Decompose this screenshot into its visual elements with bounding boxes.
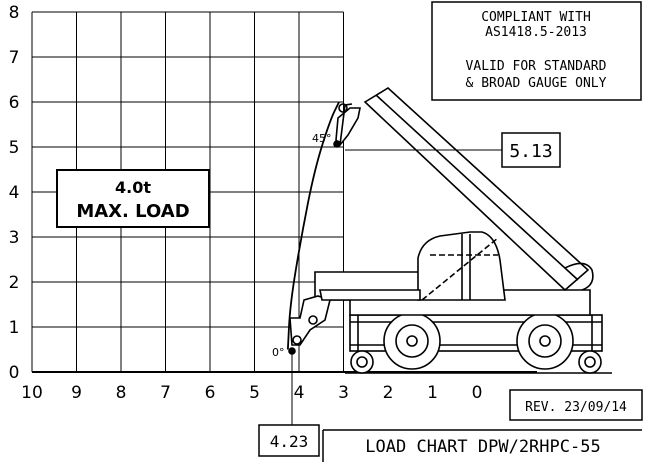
- y-tick-label: 2: [9, 273, 20, 293]
- reach-callout: 4.23: [258, 424, 320, 457]
- chart-title: LOAD CHART DPW/2RHPC-55: [365, 437, 600, 457]
- boom-reach-arc: [286, 101, 340, 350]
- y-tick-label: 3: [9, 228, 20, 248]
- telehandler-drawing: [288, 87, 612, 374]
- y-tick-label: 6: [9, 93, 20, 113]
- compliance-box: COMPLIANT WITH AS1418.5-2013 VALID FOR S…: [431, 1, 642, 101]
- x-tick-label: 9: [71, 383, 82, 403]
- x-tick-label: 0: [472, 383, 483, 403]
- height-value: 5.13: [509, 141, 552, 162]
- y-tick-label: 8: [9, 3, 20, 23]
- x-tick-label: 5: [249, 383, 260, 403]
- x-tick-label: 1: [427, 383, 438, 403]
- max-load-box: 4.0t MAX. LOAD: [56, 169, 210, 228]
- revision-box: REV. 23/09/14: [509, 389, 643, 421]
- x-tick-label: 7: [160, 383, 171, 403]
- reach-value: 4.23: [270, 432, 309, 451]
- angle-0-label: 0°: [272, 346, 285, 359]
- x-tick-label: 6: [205, 383, 216, 403]
- y-axis-ticks: 0 1 2 3 4 5 6 7 8: [9, 3, 20, 383]
- y-tick-label: 1: [9, 318, 20, 338]
- max-load-weight: 4.0t: [115, 178, 151, 197]
- max-load-label: MAX. LOAD: [76, 201, 189, 222]
- y-tick-label: 5: [9, 138, 20, 158]
- x-tick-label: 4: [294, 383, 305, 403]
- y-tick-label: 0: [9, 363, 20, 383]
- compliance-line-1: COMPLIANT WITH: [481, 10, 591, 25]
- title-box: LOAD CHART DPW/2RHPC-55: [322, 429, 642, 462]
- revision-text: REV. 23/09/14: [525, 400, 627, 415]
- compliance-line-3: VALID FOR STANDARD: [466, 59, 607, 74]
- x-tick-label: 8: [116, 383, 127, 403]
- x-tick-label: 3: [338, 383, 349, 403]
- compliance-line-4: & BROAD GAUGE ONLY: [466, 76, 607, 91]
- x-tick-label: 2: [383, 383, 394, 403]
- compliance-line-2: AS1418.5-2013: [485, 25, 587, 40]
- x-tick-label: 10: [21, 383, 43, 403]
- y-tick-label: 7: [9, 48, 20, 68]
- y-tick-label: 4: [9, 183, 20, 203]
- height-callout: 5.13: [501, 132, 561, 168]
- angle-45-label: 45°: [312, 132, 332, 145]
